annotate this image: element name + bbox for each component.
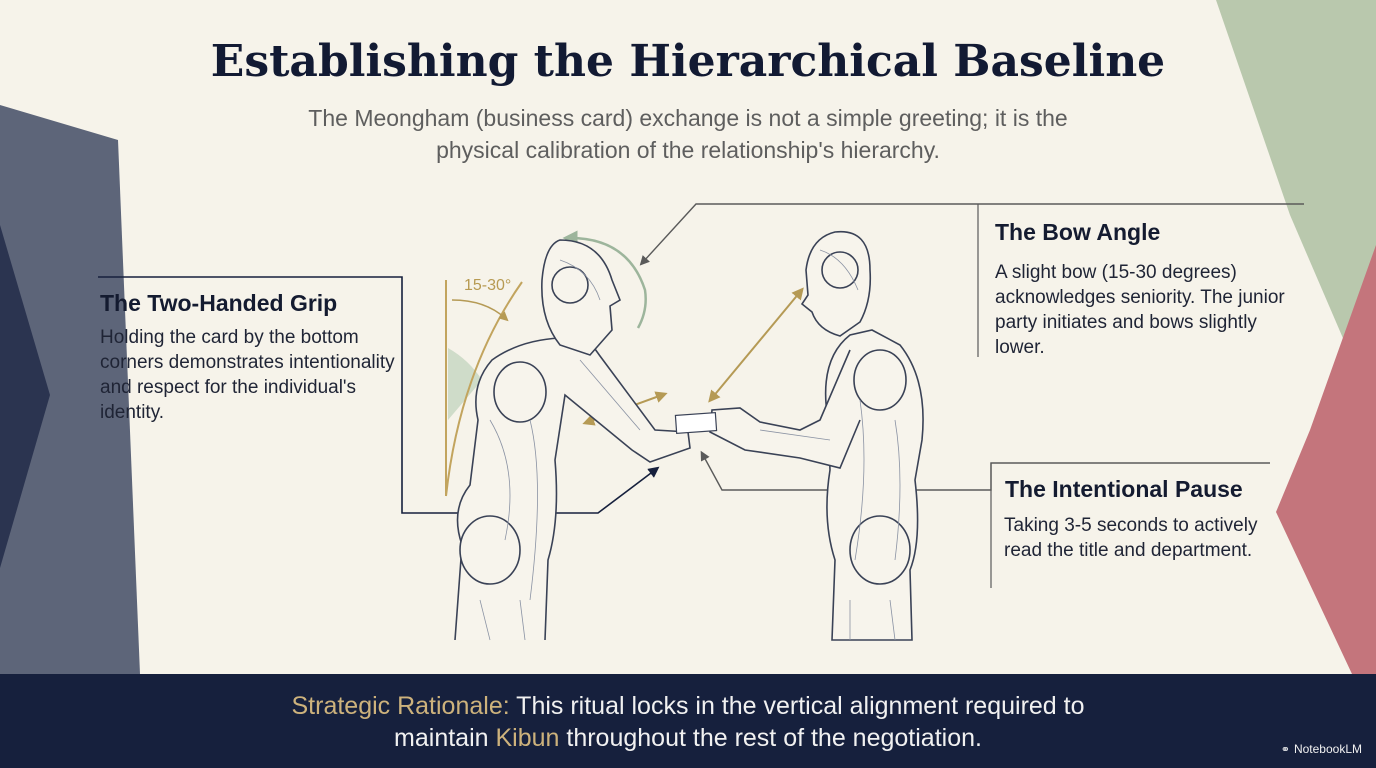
kibun-term: Kibun xyxy=(495,724,560,752)
bow-angle-label: 15-30° xyxy=(464,277,512,294)
bow-connector-line xyxy=(639,203,1304,266)
rationale-text-3: throughout the rest of the negotiation. xyxy=(559,724,982,752)
bow-angle-indicator xyxy=(445,280,523,497)
junior-figure-contours xyxy=(479,259,641,641)
left-navy-shape xyxy=(0,225,50,568)
right-rose-shape xyxy=(1276,245,1376,674)
eye-contact-arrow xyxy=(708,287,804,403)
subtitle-line-2: physical calibration of the relationship… xyxy=(436,137,940,163)
grip-callout-body: Holding the card by the bottom corners d… xyxy=(100,327,395,423)
grip-connector-line xyxy=(98,276,660,514)
bow-callout-body: A slight bow (15-30 degrees) acknowledge… xyxy=(995,262,1285,358)
rationale-text-2: maintain xyxy=(394,724,496,752)
brand-name: NotebookLM xyxy=(1293,742,1362,756)
page-title: Establishing the Hierarchical Baseline xyxy=(210,36,1166,87)
subtitle-line-1: The Meongham (business card) exchange is… xyxy=(308,105,1068,131)
pause-callout-body: Taking 3-5 seconds to actively read the … xyxy=(1004,515,1258,561)
bow-callout-title: The Bow Angle xyxy=(995,219,1161,245)
rationale-label: Strategic Rationale: xyxy=(291,692,510,720)
strategic-rationale-text: Strategic Rationale: This ritual locks i… xyxy=(0,690,1376,754)
footer-banner: Strategic Rationale: This ritual locks i… xyxy=(0,674,1376,768)
rationale-text-1: This ritual locks in the vertical alignm… xyxy=(509,692,1085,720)
grip-callout-title: The Two-Handed Grip xyxy=(100,290,338,316)
senior-figure xyxy=(709,230,924,641)
junior-figure xyxy=(454,239,691,641)
right-sage-shape xyxy=(1216,0,1376,415)
rotation-arrow xyxy=(562,230,647,329)
notebooklm-brand: ⚭ NotebookLM xyxy=(1281,742,1362,756)
business-card xyxy=(674,411,718,435)
page-subtitle: The Meongham (business card) exchange is… xyxy=(238,102,1138,166)
senior-figure-contours xyxy=(759,249,901,641)
left-slate-shape xyxy=(0,105,140,674)
pause-callout-title: The Intentional Pause xyxy=(1005,476,1243,502)
notebooklm-logo-icon: ⚭ xyxy=(1280,743,1290,756)
